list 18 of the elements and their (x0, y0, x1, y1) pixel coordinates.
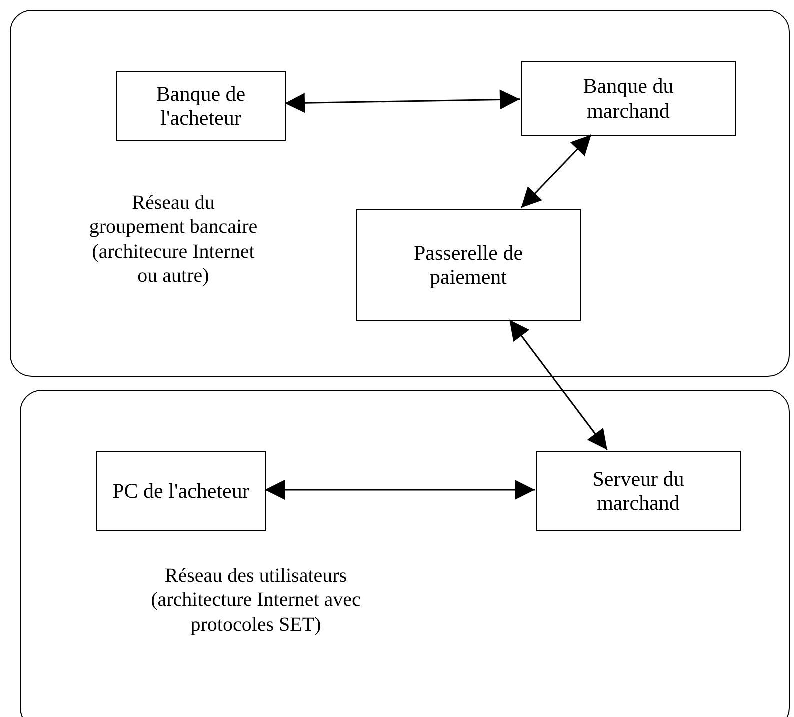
box-label: Serveur du marchand (592, 466, 686, 516)
network-region (10, 10, 790, 377)
network-label: Réseau du groupement bancaire (architecure Internet ou autre) (88, 191, 259, 289)
double-arrow (509, 320, 608, 450)
double-arrow (265, 480, 535, 500)
process-box (356, 209, 581, 321)
process-box (521, 61, 736, 136)
box-label: Passerelle de paiement (412, 240, 524, 290)
process-box (96, 451, 266, 531)
process-box (536, 451, 741, 531)
network-label: Réseau des utilisateurs (architecture Internet avec protocoles SET) (150, 564, 362, 638)
double-arrow (284, 90, 520, 114)
network-region (20, 390, 790, 717)
box-label: Banque de l'acheteur (155, 82, 247, 130)
box-label: Banque du marchand (582, 74, 675, 123)
double-arrow (520, 134, 592, 209)
box-label: PC de l'acheteur (112, 478, 250, 504)
process-box (116, 71, 286, 141)
